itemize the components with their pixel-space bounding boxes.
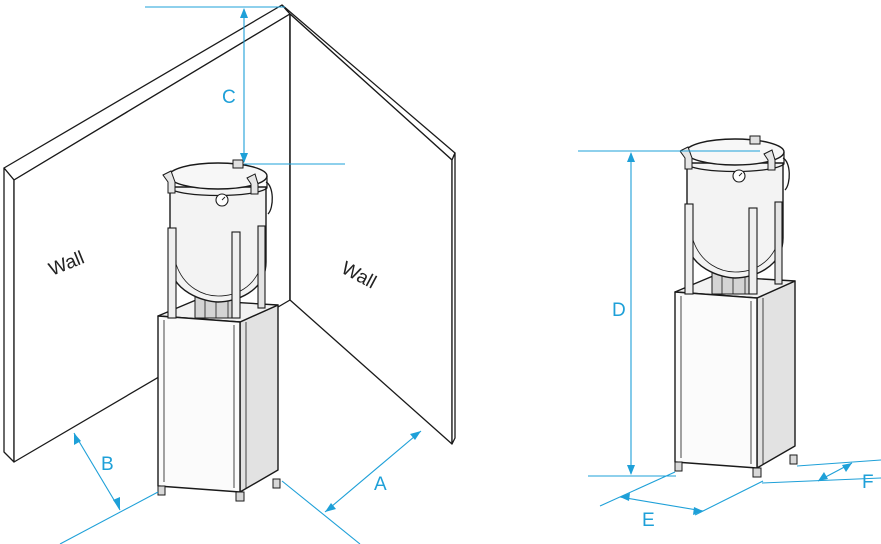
dimension-e: E: [600, 472, 763, 531]
dimension-f: F: [762, 460, 881, 493]
dimension-label-f: F: [862, 472, 874, 493]
dimension-label-e: E: [642, 510, 655, 531]
installed-machine: [158, 160, 280, 501]
dimension-label-d: D: [612, 300, 626, 321]
dimension-label-a: A: [374, 474, 387, 495]
corner-installation-view: Wall Wall C B A: [4, 5, 455, 544]
dimension-a: A: [282, 431, 421, 544]
dimension-label-b: B: [101, 454, 114, 475]
dimension-b: B: [60, 433, 158, 544]
standalone-machine: [675, 136, 797, 477]
machine-dimensions-view: D E F: [578, 136, 881, 531]
dimension-label-c: C: [222, 87, 236, 108]
